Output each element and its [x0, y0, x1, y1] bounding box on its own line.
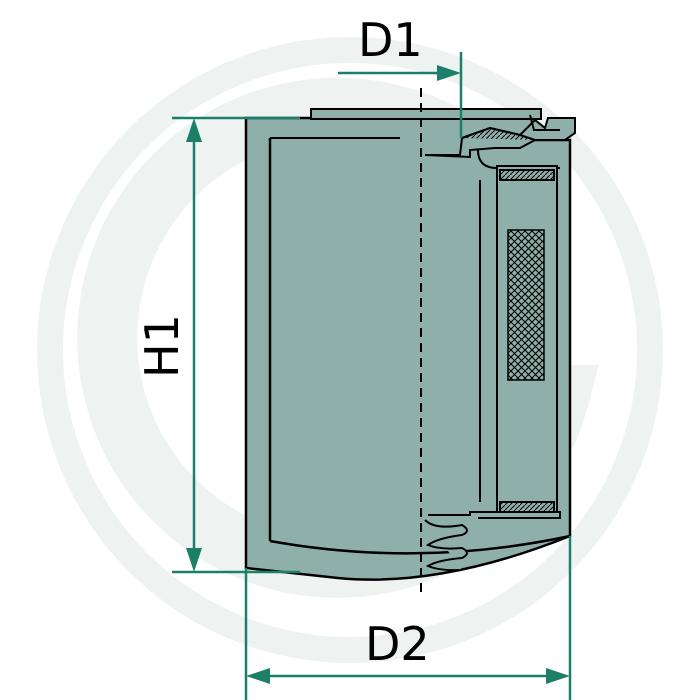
filter-element	[479, 165, 558, 514]
label-h1: H1	[135, 314, 189, 378]
seal-thread	[424, 114, 576, 169]
dimension-lines	[172, 52, 572, 700]
label-d1: D1	[358, 13, 423, 67]
label-d2: D2	[365, 617, 430, 671]
spring	[424, 511, 561, 572]
